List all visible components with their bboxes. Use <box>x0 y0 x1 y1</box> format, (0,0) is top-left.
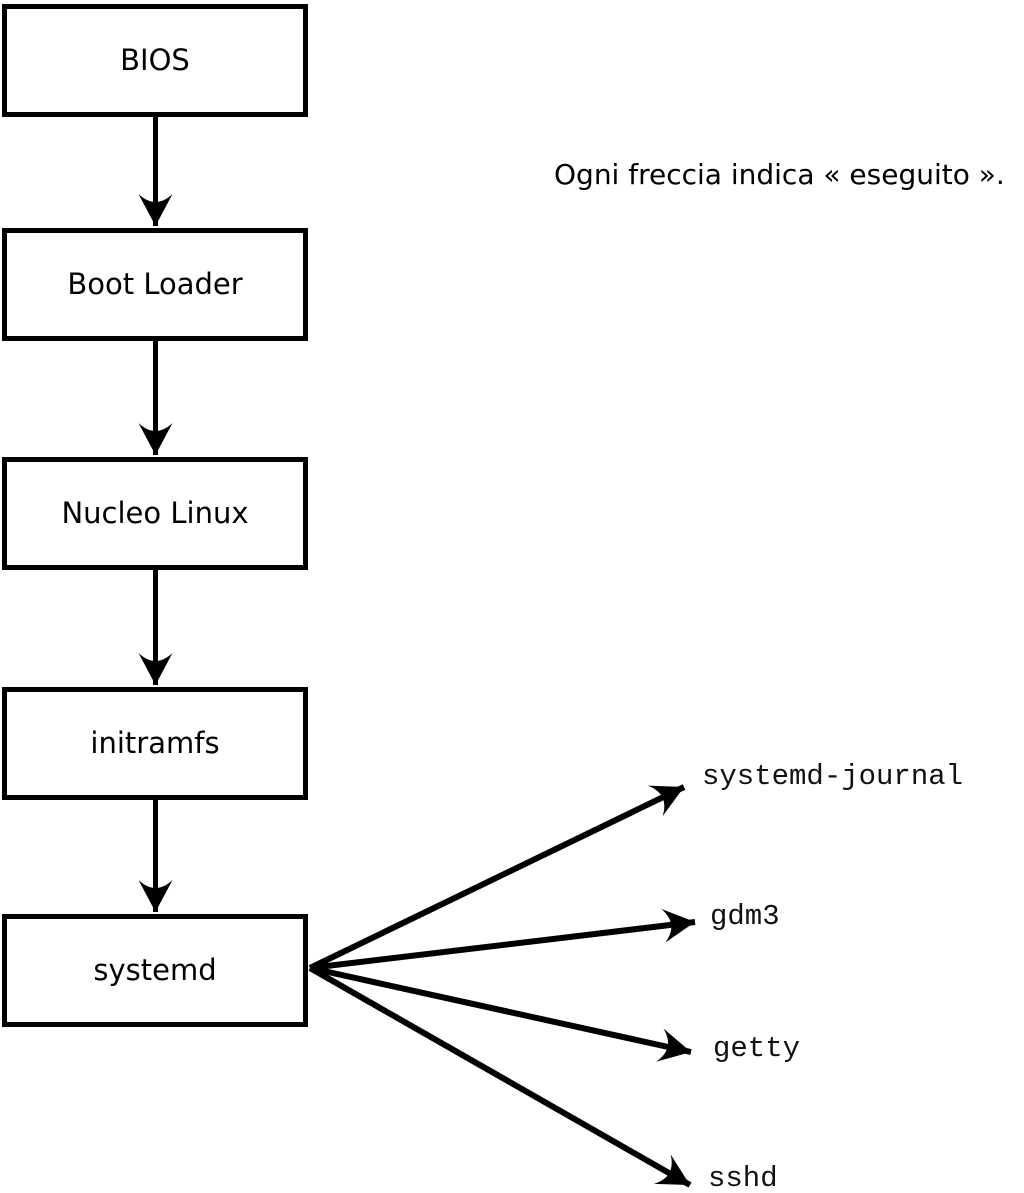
service-label-sshd: sshd <box>708 1162 778 1193</box>
edge-systemd-to-sshd <box>308 965 692 1188</box>
edge-systemd-to-getty <box>309 965 692 1062</box>
node-boot-loader: Boot Loader <box>2 228 308 341</box>
edge-systemd-to-gdm3 <box>309 908 696 971</box>
service-label-systemd-journal: systemd-journal <box>702 760 964 793</box>
node-initramfs: initramfs <box>2 687 308 800</box>
service-label-gdm3: gdm3 <box>710 900 780 933</box>
service-label-getty: getty <box>713 1032 801 1065</box>
node-bios: BIOS <box>2 4 308 117</box>
node-linux-kernel: Nucleo Linux <box>2 457 308 570</box>
edge-systemd-to-journal <box>308 784 686 971</box>
node-systemd: systemd <box>2 914 308 1027</box>
legend-caption: Ogni freccia indica « eseguito ». <box>554 158 1005 191</box>
